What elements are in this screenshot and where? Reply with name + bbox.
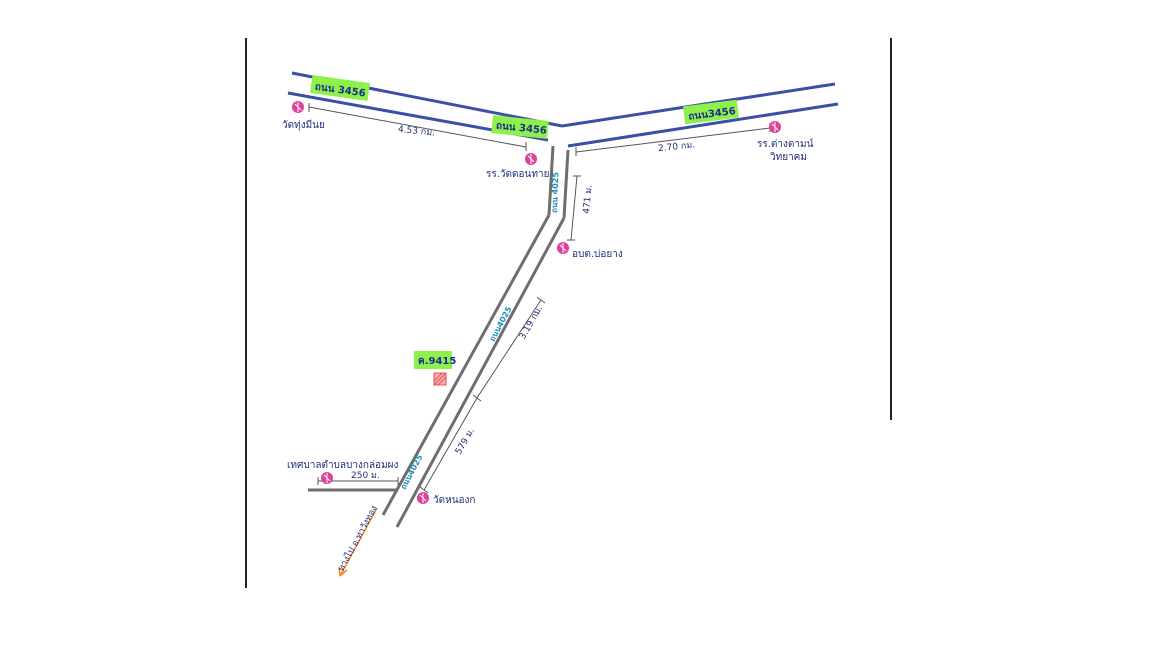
svg-text:รร.ต่างตามน์: รร.ต่างตามน์	[757, 138, 814, 150]
direction-arrow: ทางไป อ.ท่าวังทอง	[336, 504, 380, 577]
distance-label-diagonal-bottom: 579 ม.	[454, 427, 477, 457]
landmark-school-center: รร.วัดดอนทาย	[486, 153, 549, 180]
svg-text:วัดทุ่งมีนย: วัดทุ่งมีนย	[282, 119, 325, 131]
distance-markers	[308, 103, 771, 494]
landmark-temple-left: วัดทุ่งมีนย	[282, 101, 325, 131]
road-label-highway-mid: ถนน 3456	[491, 115, 549, 139]
road-label-highway-left: ถนน 3456	[310, 75, 370, 101]
svg-text:เทศบาลตำบลบางกล่อมผง: เทศบาลตำบลบางกล่อมผง	[287, 460, 399, 471]
svg-text:ถนน 3456: ถนน 3456	[495, 121, 547, 137]
distance-label-diagonal-long: 3.19 กม.	[518, 304, 545, 341]
svg-text:รร.วัดดอนทาย: รร.วัดดอนทาย	[486, 169, 549, 180]
svg-text:วัดหนองก: วัดหนองก	[433, 495, 475, 506]
left-border-line	[245, 38, 247, 588]
distance-label-vertical-short: 471 ม.	[582, 185, 594, 215]
svg-text:วิทยาคม: วิทยาคม	[770, 152, 807, 163]
local-road-4025	[308, 145, 570, 528]
road-label-local-upper: ถนน 4025	[550, 172, 560, 214]
road-label-highway-right: ถนน3456	[683, 99, 739, 125]
right-border-line	[890, 38, 892, 420]
landmark-temple-bottom: วัดหนองก	[417, 492, 475, 506]
svg-text:อบต.บ่อยาง: อบต.บ่อยาง	[572, 249, 623, 260]
site-marker: ค.9415	[414, 351, 456, 386]
landmark-school-right: รร.ต่างตามน์ วิทยาคม	[757, 121, 814, 163]
distance-label-left-top: 4.53 กม.	[397, 125, 435, 139]
landmark-municipality: เทศบาลตำบลบางกล่อมผง	[287, 460, 399, 484]
arrow-down-left-icon	[338, 566, 348, 577]
distance-label-bottom-left: 250 ม.	[351, 471, 380, 481]
svg-text:ทางไป อ.ท่าวังทอง: ทางไป อ.ท่าวังทอง	[336, 504, 380, 574]
distance-label-right-top: 2.70 กม.	[658, 140, 696, 154]
highway-3456	[287, 71, 839, 148]
landmark-office-tambon: อบต.บ่อยาง	[557, 242, 623, 260]
site-label: ค.9415	[418, 356, 456, 367]
